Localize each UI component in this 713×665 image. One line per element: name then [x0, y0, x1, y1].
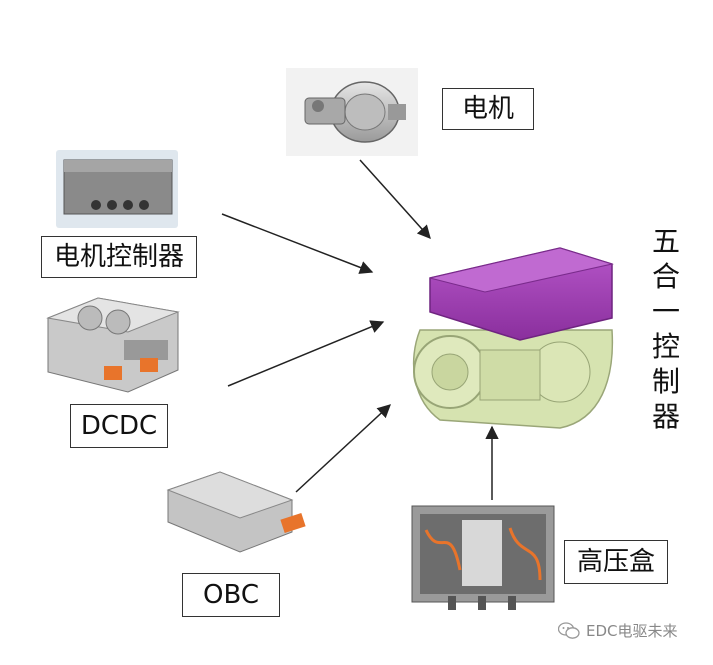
title-char: 五 — [651, 225, 680, 258]
watermark: EDC电驱未来 — [558, 620, 678, 641]
title-char: 合 — [651, 260, 680, 293]
arrow-obc — [295, 404, 391, 493]
five-in-one-assembly-image — [412, 247, 614, 429]
vertical-title: 五 合 一 控 制 器 — [648, 224, 684, 434]
title-char: 制 — [651, 365, 680, 398]
label-motor: 电机 — [442, 88, 534, 130]
watermark-text: EDC电驱未来 — [586, 622, 678, 640]
title-char: 器 — [651, 400, 680, 433]
motor-controller-image — [56, 150, 178, 228]
title-char: 一 — [651, 295, 680, 328]
label-motor-controller: 电机控制器 — [41, 236, 197, 278]
hv-box-image — [411, 505, 555, 610]
motor-image — [286, 68, 418, 156]
label-dcdc: DCDC — [70, 404, 168, 448]
arrow-dcdc — [227, 320, 385, 387]
label-obc: OBC — [182, 573, 280, 617]
arrow-motor-controller — [221, 213, 374, 274]
title-char: 控 — [651, 330, 680, 363]
label-hv-box: 高压盒 — [564, 540, 668, 584]
wechat-icon — [558, 621, 580, 639]
arrow-motor — [359, 159, 431, 240]
obc-image — [166, 471, 306, 553]
dcdc-image — [46, 297, 180, 393]
